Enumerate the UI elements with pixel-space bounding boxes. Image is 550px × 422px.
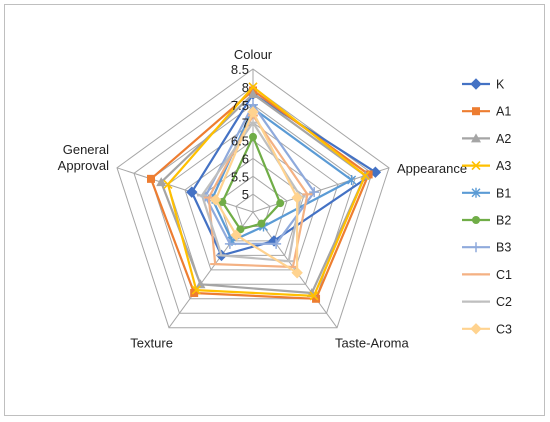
series-a3-point-2	[309, 291, 319, 301]
tick-label-5-5: 5.5	[231, 169, 249, 184]
legend-a3-label: A3	[496, 159, 511, 173]
tick-label-8-5: 8.5	[231, 62, 249, 77]
legend-a1-label: A1	[496, 105, 511, 119]
legend-a1-marker	[472, 107, 480, 116]
legend-k-marker	[470, 78, 482, 90]
series-a2-point-0	[248, 89, 258, 99]
tick-label-7-5: 7.5	[231, 98, 249, 113]
series-b2-point-3	[236, 225, 245, 234]
legend-b1-marker	[471, 187, 481, 198]
series-k-point-4	[186, 186, 198, 198]
tick-label-6: 6	[242, 151, 249, 166]
axis-label-texture: Texture	[130, 336, 173, 351]
grid-ring-6	[150, 104, 356, 300]
series-a1-line	[149, 89, 370, 300]
series-c3-point-4	[209, 194, 222, 206]
legend-a2-marker	[471, 133, 481, 143]
series-b2-point-1	[276, 199, 285, 208]
series-a3-point-1	[360, 170, 370, 181]
legend-b3-marker	[471, 242, 481, 253]
legend-b1-label: B1	[496, 186, 511, 200]
series-c3-point-2	[291, 267, 303, 279]
series-b2-line	[221, 135, 282, 231]
series-a1-point-4	[146, 174, 155, 183]
grid-ring-5	[167, 122, 339, 285]
legend-c3-label: C3	[496, 322, 512, 336]
tick-label-7: 7	[242, 116, 249, 131]
legend-b2-label: B2	[496, 214, 511, 228]
series-b2-point-2	[257, 219, 266, 228]
series-b3-point-2	[271, 238, 282, 249]
axis-label-colour: Colour	[234, 47, 273, 62]
series-c3-point-1	[291, 191, 303, 204]
axis-label-taste-aroma: Taste-Aroma	[335, 336, 409, 351]
series-b2-point-0	[249, 132, 257, 141]
axis-spoke-4	[116, 167, 254, 213]
series-a3-line	[166, 85, 367, 297]
series-b1-line	[211, 107, 353, 242]
series-c2-line	[200, 121, 302, 263]
series-c3-point-3	[230, 229, 242, 241]
tick-label-5: 5	[242, 187, 249, 202]
legend-k-label: K	[496, 78, 505, 92]
legend-c2-label: C2	[496, 295, 512, 309]
legend-a2-label: A2	[496, 132, 511, 146]
tick-label-8: 8	[242, 80, 249, 95]
grid-ring-4	[184, 139, 322, 271]
series-a1-point-1	[364, 170, 373, 179]
series-b3-point-3	[224, 238, 235, 249]
series-a2-point-3	[195, 279, 206, 289]
series-c3-line	[214, 110, 299, 274]
series-b3-point-1	[309, 187, 320, 198]
series-b3-line	[204, 103, 316, 245]
legend-c1-label: C1	[496, 268, 512, 282]
grid-ring-8	[116, 68, 390, 329]
series-a2-point-4	[156, 177, 167, 187]
series-c3-point-0	[247, 106, 259, 118]
series-a3-point-4	[163, 179, 173, 189]
legend-c3-marker	[470, 323, 482, 335]
series-k-line	[190, 92, 377, 257]
tick-label-6-5: 6.5	[231, 134, 249, 149]
grid-ring-7	[133, 86, 373, 314]
series-b1-point-1	[347, 174, 357, 185]
axis-label-appearance: Appearance	[397, 161, 467, 176]
legend-b3-label: B3	[496, 241, 511, 255]
legend-b2-marker	[472, 216, 480, 224]
legend-a3-marker	[471, 161, 481, 171]
series-a3-point-0	[248, 82, 258, 92]
series-a3-point-3	[191, 285, 201, 295]
series-c1-line	[207, 114, 309, 269]
